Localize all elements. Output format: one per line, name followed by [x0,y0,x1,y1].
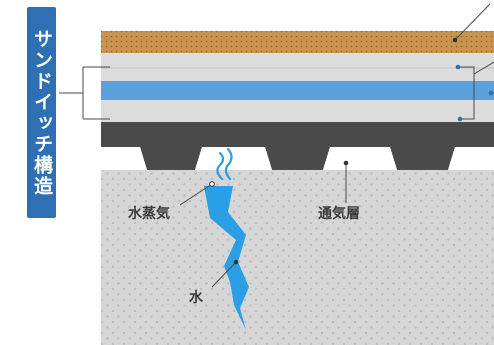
sandwich-structure-tab: サンドイッチ構造 [27,7,56,218]
sandwich-structure-label: サンドイッチ構造 [31,28,53,197]
vapor-wave-icon [216,147,233,181]
vapor-label: 水蒸気 [128,206,170,222]
air-layer-label: 通気層 [318,206,360,222]
base-plate [101,122,494,147]
top-coating-layer [101,31,494,53]
water-crack [204,186,249,330]
leader-dot-icon [452,37,494,160]
air-pockets [101,147,494,170]
water-label: 水 [189,290,203,306]
concrete-base [101,168,494,345]
blue-band-layer [101,81,494,100]
air-layer-supports [140,147,455,170]
label-leader-lines [179,163,347,288]
sandwich-bracket [59,66,110,120]
